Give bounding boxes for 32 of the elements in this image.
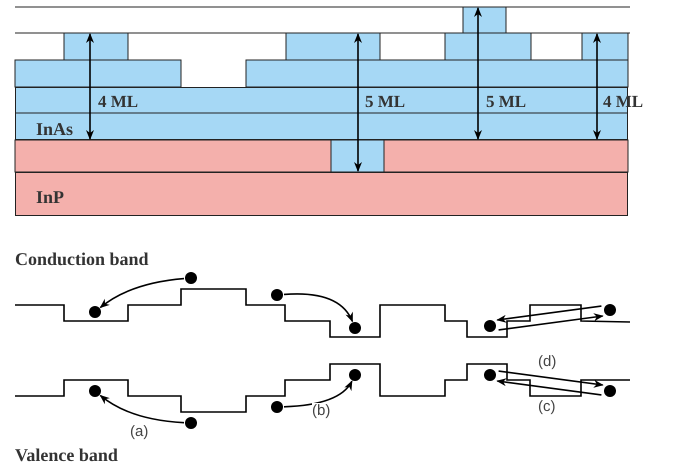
carrier-dot: [604, 304, 616, 316]
band-title: Conduction band: [15, 250, 149, 268]
carrier-dot: [484, 369, 496, 381]
edge-label: (b): [312, 403, 330, 418]
carrier-dot: [185, 272, 197, 284]
arrow: [498, 313, 604, 331]
carrier-dot: [271, 401, 283, 413]
thickness-label: 5 ML: [365, 93, 406, 110]
carrier-dot: [349, 322, 361, 334]
thickness-label: 4 ML: [98, 93, 138, 110]
carrier-dot: [271, 289, 283, 301]
layer-label: InAs: [36, 120, 74, 138]
arrow: [496, 378, 602, 396]
layer-label: InP: [36, 188, 64, 206]
carrier-dot: [604, 385, 616, 397]
band-title: Valence band: [15, 446, 118, 463]
arrow: [284, 380, 353, 408]
carrier-dot: [89, 306, 101, 318]
carrier-dot: [185, 417, 197, 429]
arrow: [100, 278, 184, 308]
edge-label: (a): [130, 424, 148, 439]
arrow: [498, 370, 604, 388]
arrow: [496, 305, 602, 323]
edge-label: (d): [538, 354, 556, 369]
arrow: [284, 293, 354, 322]
arrow: [100, 394, 184, 424]
edge-label: (c): [538, 399, 556, 414]
thickness-label: 5 ML: [486, 93, 526, 110]
layer-band: [15, 172, 628, 216]
carrier-dot: [484, 320, 496, 332]
carrier-dot: [349, 369, 361, 381]
carrier-dot: [89, 385, 101, 397]
